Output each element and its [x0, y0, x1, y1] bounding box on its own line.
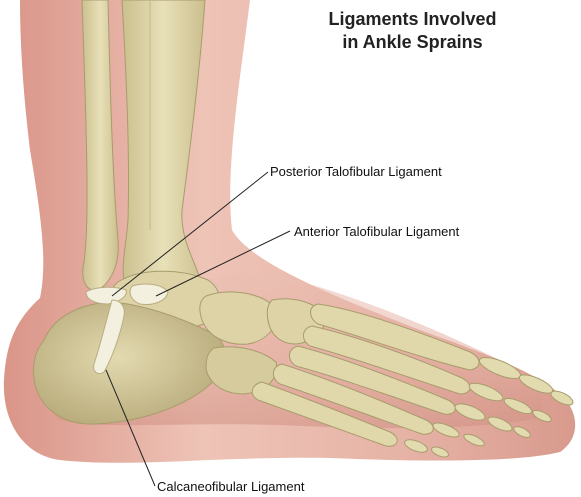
figure-title: Ligaments Involved in Ankle Sprains	[300, 8, 525, 54]
title-line-1: Ligaments Involved	[300, 8, 525, 31]
title-line-2: in Ankle Sprains	[300, 31, 525, 54]
label-posterior-talofibular: Posterior Talofibular Ligament	[270, 164, 442, 179]
label-calcaneofibular: Calcaneofibular Ligament	[157, 479, 304, 494]
label-anterior-talofibular: Anterior Talofibular Ligament	[294, 224, 459, 239]
